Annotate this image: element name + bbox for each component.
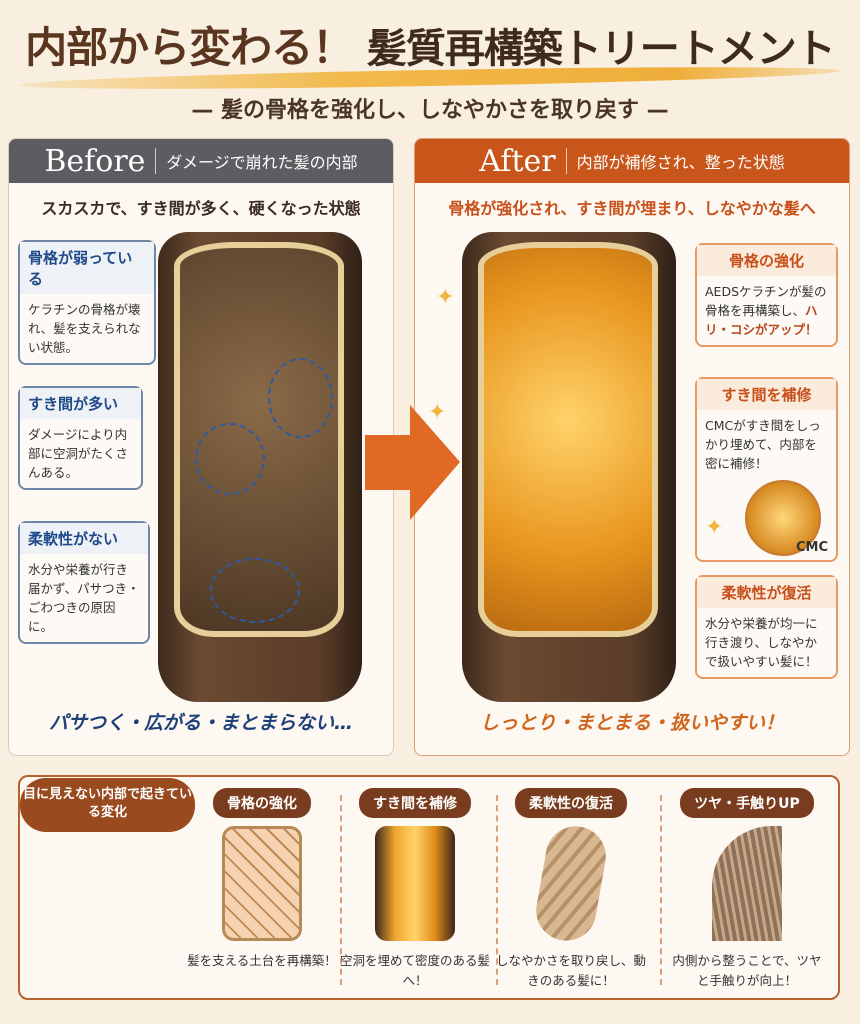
callout-title: すき間が多い (20, 388, 141, 419)
sparkle-icon: ✦ (436, 285, 455, 310)
before-header-text: ダメージで崩れた髪の内部 (166, 153, 358, 172)
callout-body: CMCがすき間をしっかり埋めて、内部を密に補修！ (705, 418, 821, 471)
lattice-cylinder-illustration (222, 826, 302, 941)
before-header: Before ダメージで崩れた髪の内部 (9, 139, 393, 183)
after-caption: しっとり・まとまる・扱いやすい！ (479, 712, 784, 734)
callout-weak-structure: 骨格が弱っているケラチンの骨格が壊れ、髪を支えられない状態。 (18, 240, 156, 365)
divider (340, 795, 342, 985)
item-title: すき間を補修 (359, 788, 471, 818)
divider (496, 795, 498, 985)
item-caption: 内側から整うことで、ツヤと手触りが向上！ (672, 953, 822, 988)
item-caption: 髪を支える土台を再構築！ (187, 953, 337, 968)
after-header-text: 内部が補修され、整った状態 (576, 153, 785, 172)
divider (565, 148, 567, 174)
change-item-shine: ツヤ・手触りUP 内側から整うことで、ツヤと手触りが向上！ (672, 788, 822, 991)
cmc-closeup (745, 480, 821, 556)
callout-title: 骨格が弱っている (20, 242, 154, 294)
change-item-structure: 骨格の強化髪を支える土台を再構築！ (187, 788, 337, 971)
item-title: 柔軟性の復活 (515, 788, 627, 818)
callout-body: AEDSケラチンが髪の骨格を再構築し、 (705, 284, 827, 318)
callout-strengthen: 骨格の強化 AEDSケラチンが髪の骨格を再構築し、ハリ・コシがアップ！ (695, 243, 838, 347)
filled-cylinder-illustration (375, 826, 455, 941)
change-item-gaps: すき間を補修空洞を埋めて密度のある髪へ！ (340, 788, 490, 991)
callout-many-gaps: すき間が多いダメージにより内部に空洞がたくさんある。 (18, 386, 143, 490)
callout-flexibility-restored: 柔軟性が復活水分や栄養が均一に行き渡り、しなやかで扱いやすい髪に！ (695, 575, 838, 679)
divider (660, 795, 662, 985)
callout-title: 柔軟性がない (20, 523, 148, 554)
after-subheading: 骨格が強化され、すき間が埋まり、しなやかな髪へ (448, 199, 816, 218)
damaged-hair-illustration (158, 232, 362, 702)
cmc-label: CMC (796, 540, 829, 555)
item-title: ツヤ・手触りUP (680, 788, 814, 818)
callout-no-flexibility: 柔軟性がない水分や栄養が行き届かず、パサつき・ごわつきの原因に。 (18, 521, 150, 644)
twisted-hair-illustration (531, 821, 611, 946)
page-title: 内部から変わる！ 髪質再構築トリートメント (0, 14, 860, 75)
callout-title: すき間を補修 (697, 379, 836, 410)
title-part2: 髪質再構築トリートメント (366, 26, 836, 72)
change-item-flexibility: 柔軟性の復活しなやかさを取り戻し、動きのある髪に！ (496, 788, 646, 991)
repaired-hair-illustration (462, 232, 676, 702)
divider (155, 148, 157, 174)
after-label: After (479, 143, 556, 179)
callout-title: 柔軟性が復活 (697, 577, 836, 608)
callout-body: ケラチンの骨格が壊れ、髪を支えられない状態。 (28, 302, 141, 355)
speech-bubble: 目に見えない内部で起きている変化 (20, 778, 195, 832)
before-subheading: スカスカで、すき間が多く、硬くなった状態 (41, 199, 361, 218)
item-title: 骨格の強化 (213, 788, 311, 818)
sparkle-icon: ✦ (428, 400, 447, 425)
subtitle: — 髪の骨格を強化し、しなやかさを取り戻す — (191, 98, 669, 123)
smooth-hair-illustration (712, 826, 782, 941)
callout-body: 水分や栄養が行き届かず、パサつき・ごわつきの原因に。 (28, 562, 140, 634)
callout-body: ダメージにより内部に空洞がたくさんある。 (28, 427, 129, 480)
callout-highlight: ハリ・コシがアップ！ (705, 303, 818, 337)
before-label: Before (44, 143, 146, 179)
after-header: After 内部が補修され、整った状態 (415, 139, 849, 183)
item-caption: 空洞を埋めて密度のある髪へ！ (340, 953, 491, 988)
item-caption: しなやかさを取り戻し、動きのある髪に！ (496, 953, 647, 988)
title-part1: 内部から変わる！ (25, 23, 354, 72)
arrow-icon (365, 405, 460, 520)
callout-body: 水分や栄養が均一に行き渡り、しなやかで扱いやすい髪に！ (705, 616, 818, 669)
before-caption: パサつく・広がる・まとまらない… (48, 712, 353, 734)
callout-title: 骨格の強化 (697, 245, 836, 276)
sparkle-icon: ✦ (705, 515, 724, 540)
